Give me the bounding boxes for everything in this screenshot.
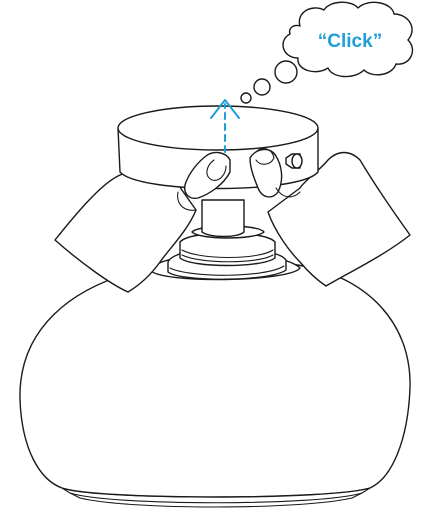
thought-trail <box>241 61 297 103</box>
cap-button <box>286 154 302 168</box>
base-dome <box>20 261 410 507</box>
central-stem <box>202 200 244 237</box>
click-callout-text: “Click” <box>318 31 382 52</box>
